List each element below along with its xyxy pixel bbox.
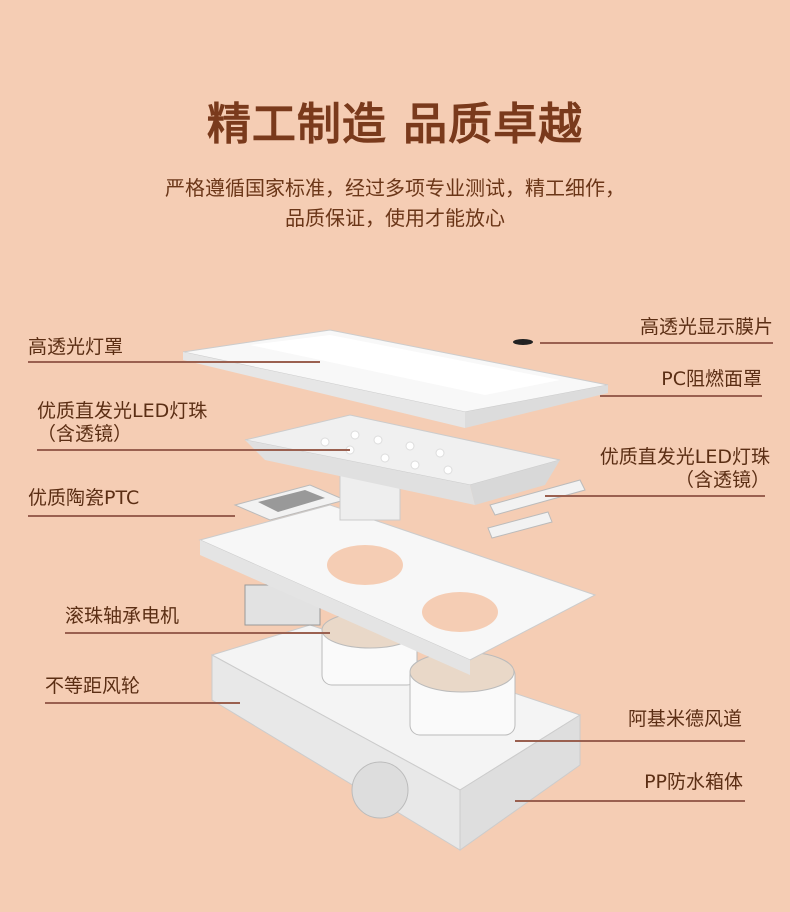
label-motor: 滚珠轴承电机	[65, 605, 180, 627]
leader-line	[600, 395, 762, 397]
label-led-right-1: 优质直发光LED灯珠	[599, 446, 770, 468]
leader-line	[37, 449, 350, 451]
page-title: 精工制造 品质卓越	[206, 99, 584, 150]
label-box: PP防水箱体	[644, 771, 743, 793]
leader-line	[545, 495, 765, 497]
label-led-right-2: （含透镜）	[674, 469, 770, 491]
leader-line	[28, 361, 320, 363]
label-ptc: 优质陶瓷PTC	[28, 487, 140, 509]
leader-line	[45, 702, 240, 704]
led-tray	[244, 414, 561, 521]
label-led-left-2: （含透镜）	[37, 423, 133, 445]
subtitle-line-2: 品质保证，使用才能放心	[285, 206, 505, 230]
pc-panel-cover	[182, 329, 609, 428]
leader-line	[515, 800, 745, 802]
label-led-left-1: 优质直发光LED灯珠	[37, 400, 208, 422]
leader-line	[65, 632, 330, 634]
label-duct: 阿基米德风道	[627, 708, 742, 730]
label-lamp-cover: 高透光灯罩	[28, 336, 124, 358]
leader-line	[28, 515, 235, 517]
leader-line	[540, 342, 773, 344]
label-display-film: 高透光显示膜片	[639, 316, 773, 338]
label-pc-panel: PC阻燃面罩	[661, 368, 762, 390]
display-film-dot	[513, 339, 533, 345]
subtitle-line-1: 严格遵循国家标准，经过多项专业测试，精工细作，	[165, 176, 625, 200]
leader-line	[515, 740, 745, 742]
label-wheel: 不等距风轮	[45, 675, 141, 697]
pp-waterproof-box	[210, 624, 582, 851]
mounting-plate	[198, 504, 597, 675]
